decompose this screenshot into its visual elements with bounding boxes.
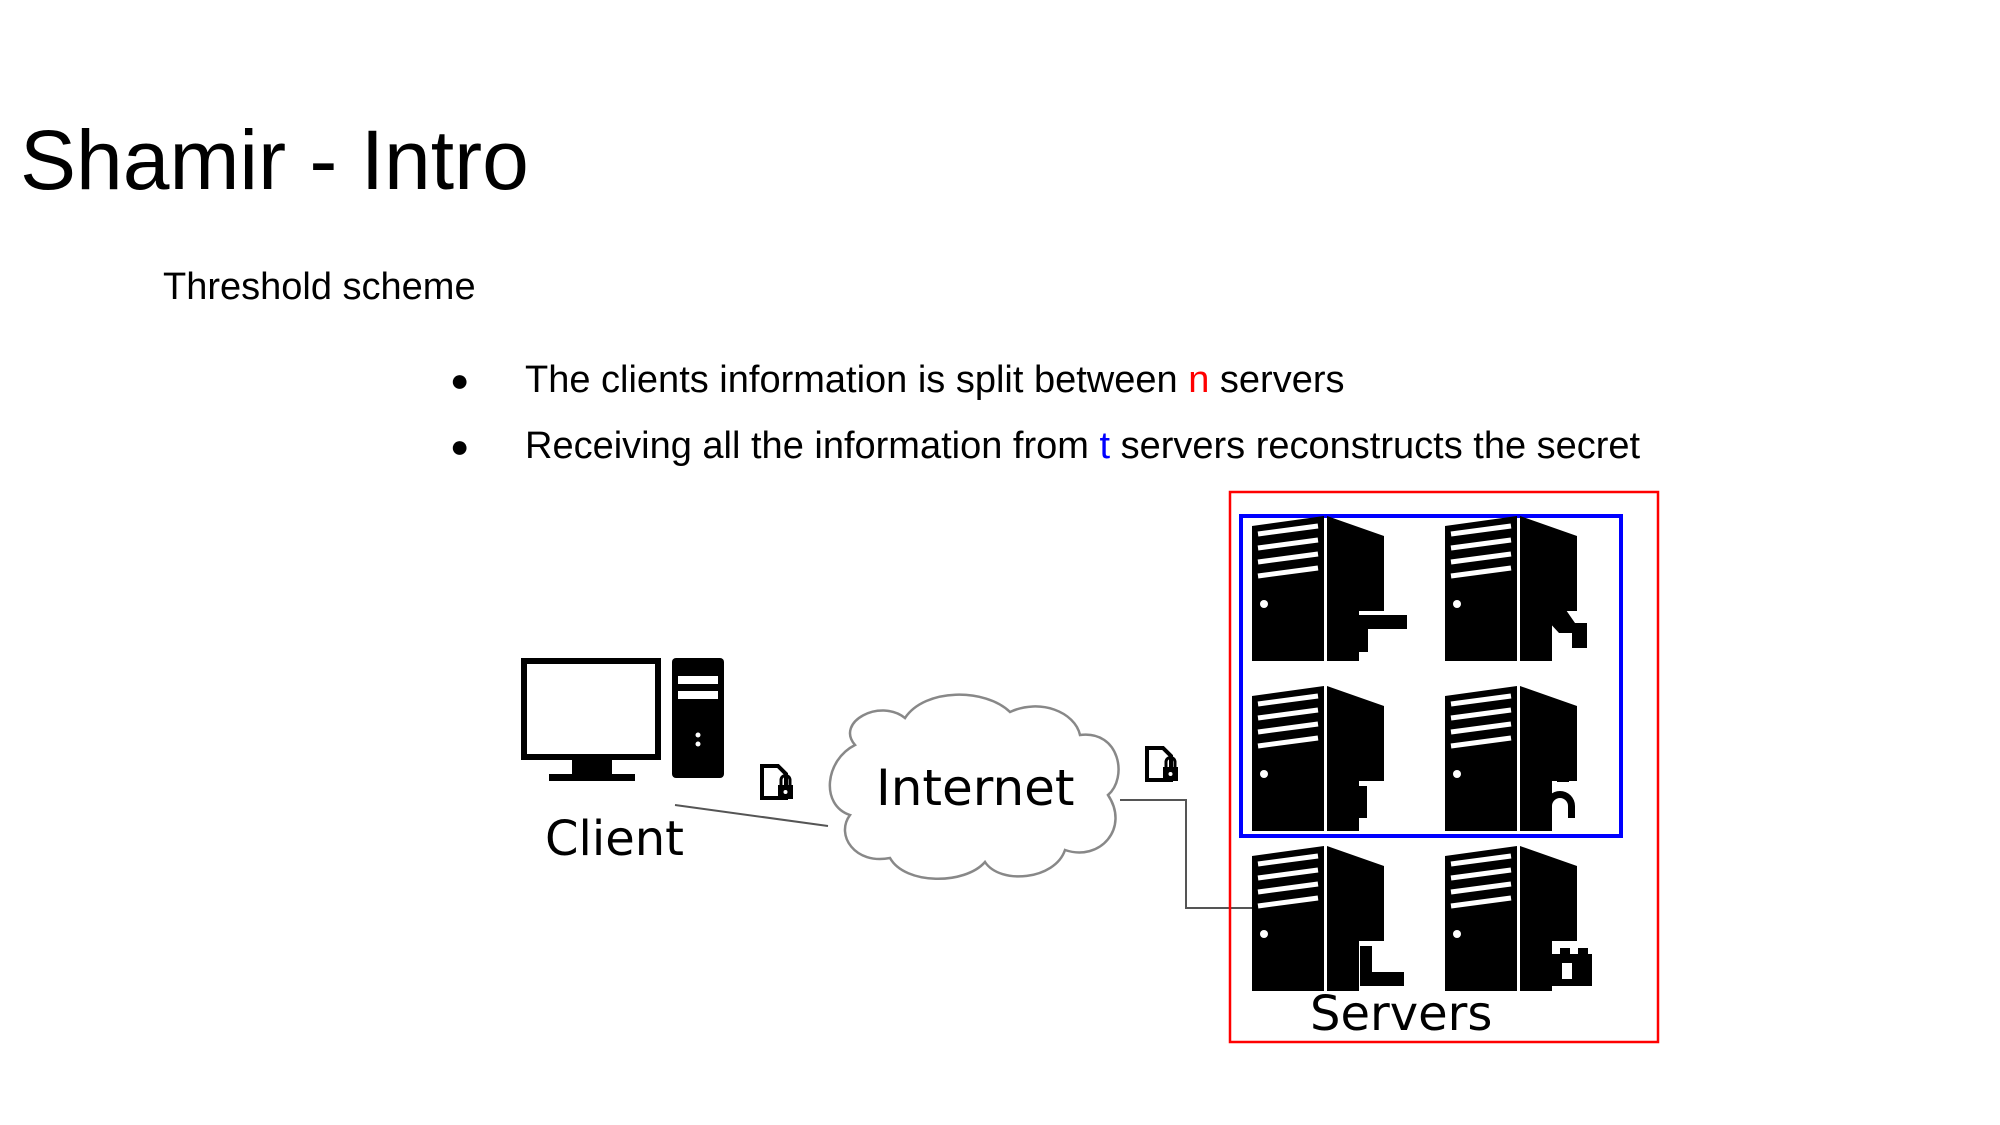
servers-label: Servers xyxy=(1310,986,1492,1042)
server-icon xyxy=(1445,516,1587,661)
threshold-servers-box xyxy=(1239,514,1623,838)
client-tower-icon xyxy=(672,658,724,778)
client-link-line xyxy=(674,804,829,827)
client-label: Client xyxy=(545,811,684,867)
server-icon xyxy=(1445,846,1592,991)
bullet-text-before: The clients information is split between xyxy=(525,359,1189,401)
encrypted-document-icon xyxy=(760,764,795,801)
variable-t: t xyxy=(1099,425,1111,467)
server-icon xyxy=(1445,686,1577,831)
variable-n: n xyxy=(1188,359,1210,401)
internet-cloud-icon xyxy=(828,693,1120,880)
all-servers-box xyxy=(1228,490,1660,1044)
bullet-dot-icon: ● xyxy=(450,428,470,464)
bullet-dot-icon: ● xyxy=(450,362,470,398)
server-icon xyxy=(1252,846,1404,991)
server-icon xyxy=(1252,516,1407,661)
server-icon xyxy=(1252,686,1384,831)
monitor-icon xyxy=(521,658,661,781)
bullet-text-before: Receiving all the information from xyxy=(525,425,1100,467)
encrypted-document-icon xyxy=(1145,746,1180,783)
bullet-text-after: servers xyxy=(1209,359,1345,401)
internet-label: Internet xyxy=(876,759,1075,817)
bullet-item: ● Receiving all the information from t s… xyxy=(450,426,1640,492)
bullet-text-after: servers reconstructs the secret xyxy=(1110,425,1641,467)
slide-title: Shamir - Intro xyxy=(20,113,529,207)
slide-subtitle: Threshold scheme xyxy=(163,266,476,308)
bullet-list: ● The clients information is split betwe… xyxy=(450,360,1640,492)
servers-link-line xyxy=(1120,799,1260,909)
bullet-item: ● The clients information is split betwe… xyxy=(450,360,1640,426)
